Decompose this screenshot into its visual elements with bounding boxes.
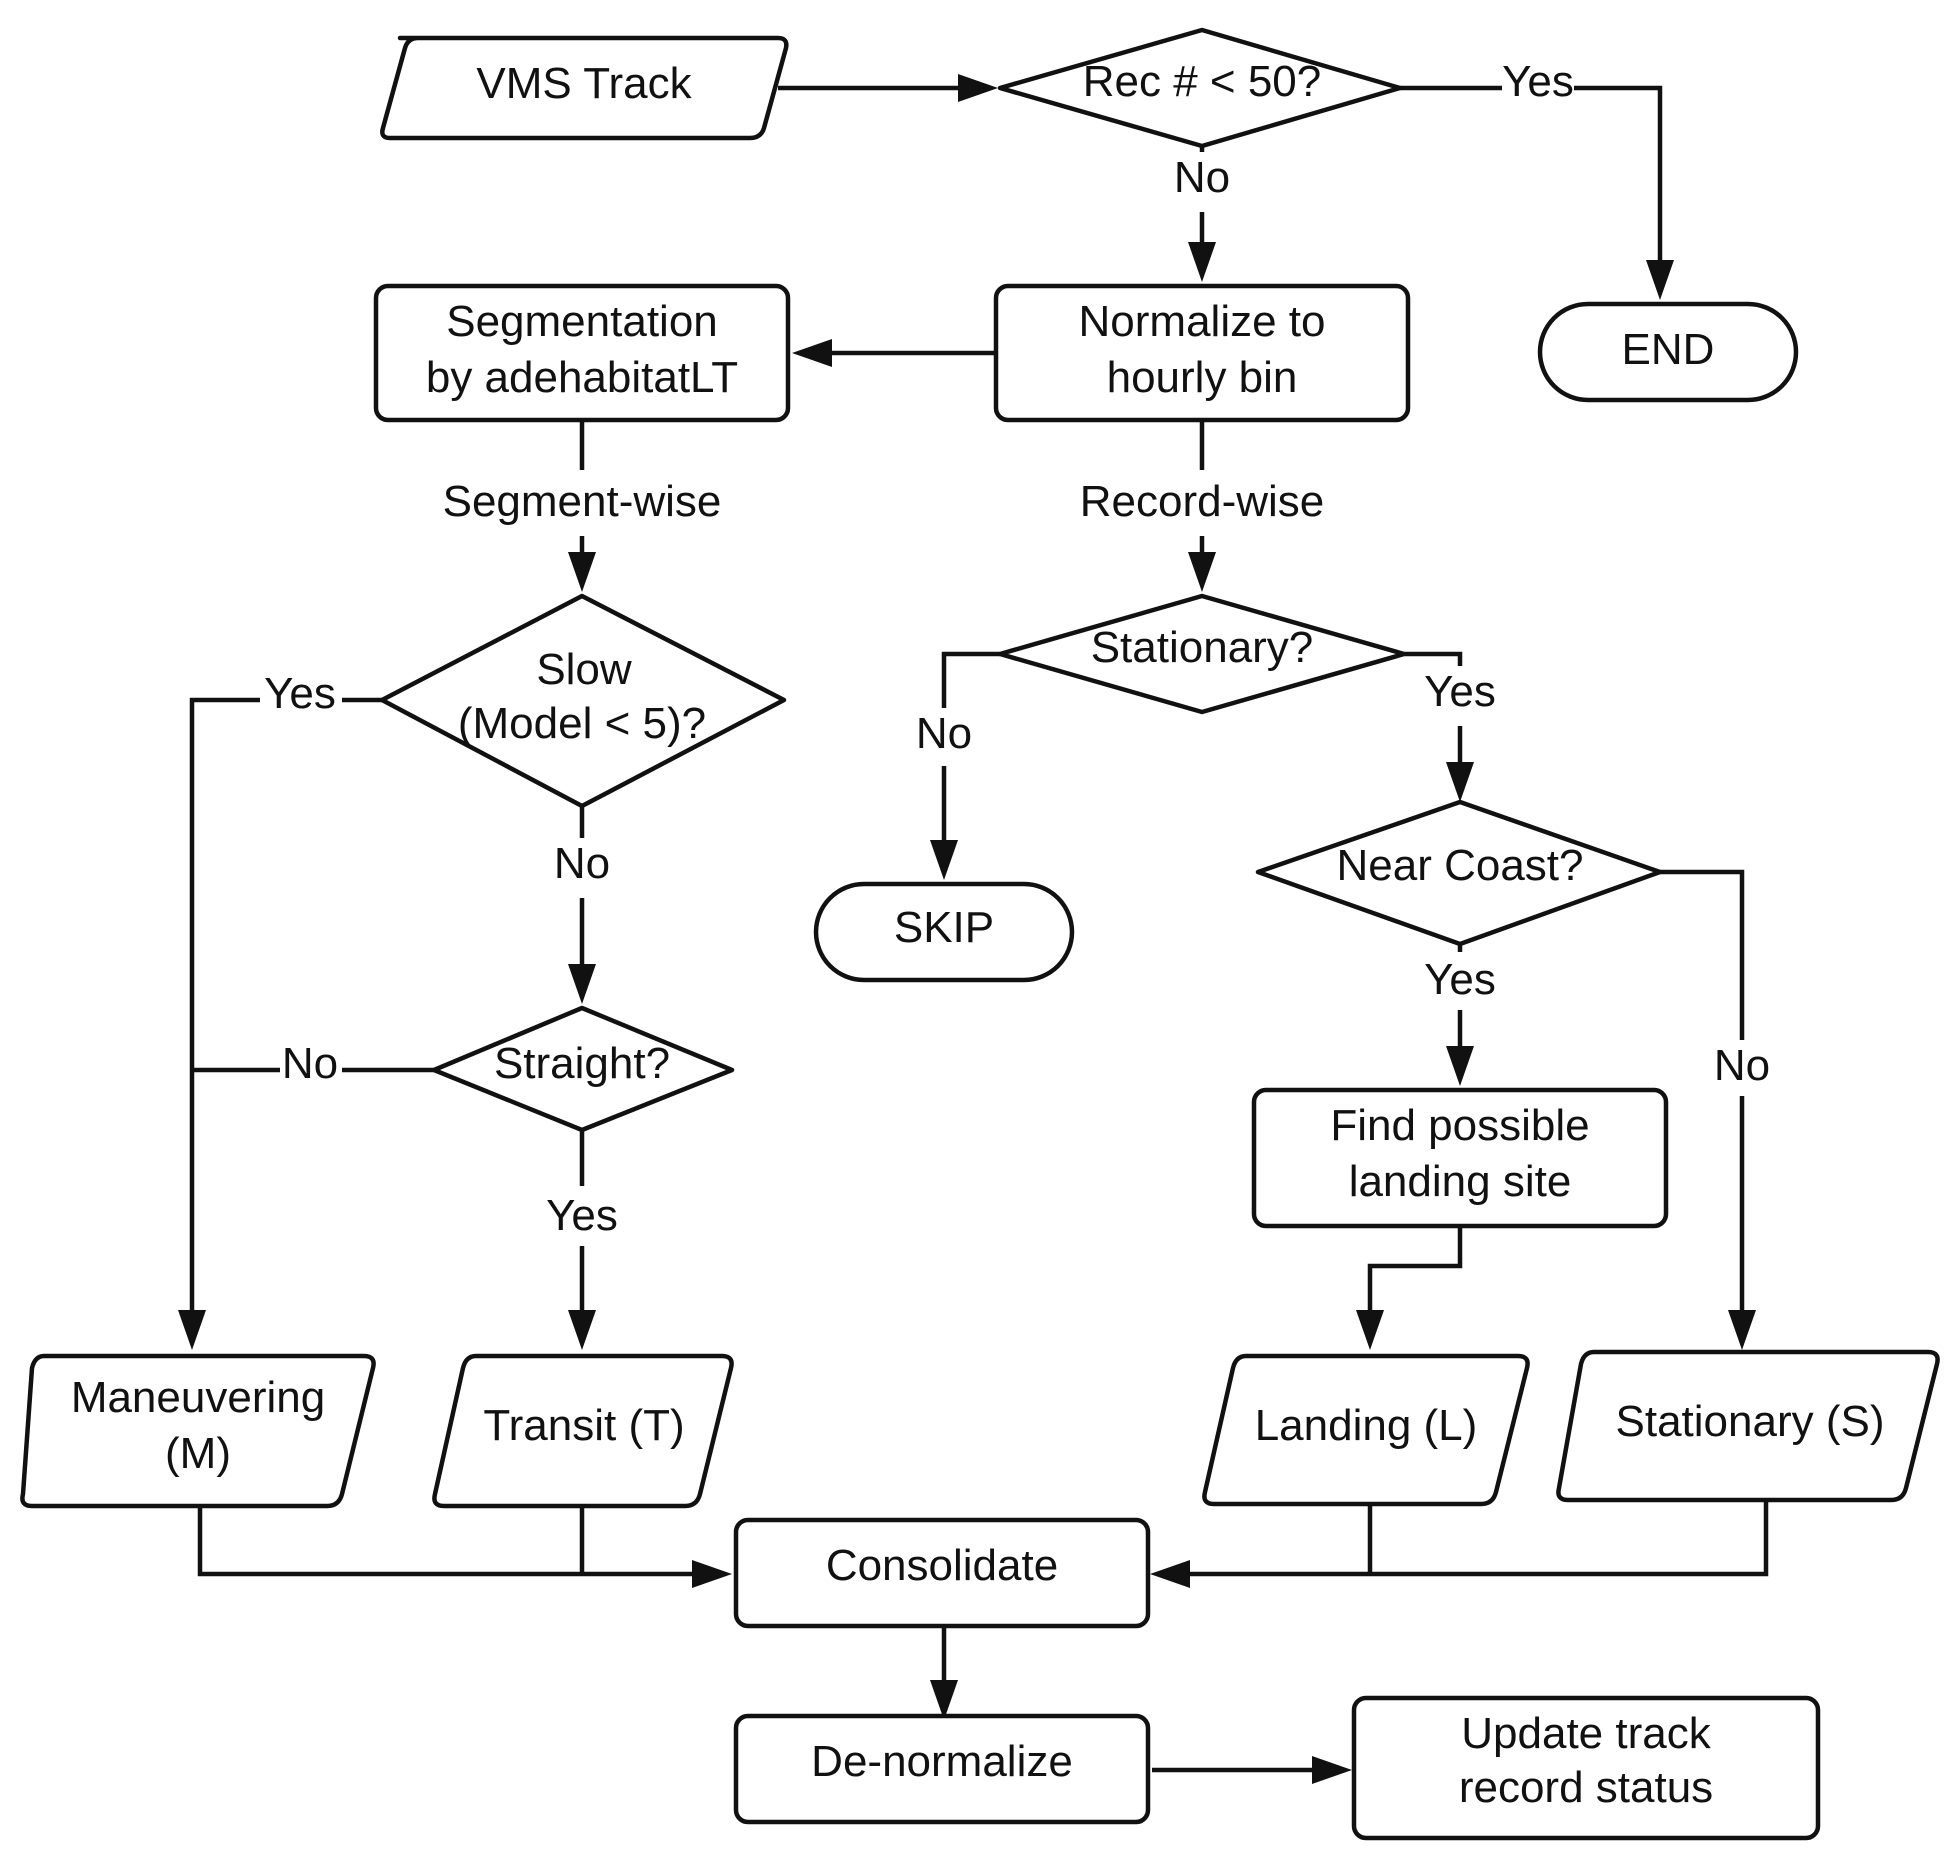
node-update-track: Update track record status — [1351, 1695, 1821, 1841]
node-landing-label: Landing (L) — [1255, 1401, 1478, 1450]
node-skip-label: SKIP — [894, 903, 994, 952]
node-segmentation-line2: by adehabitatLT — [426, 353, 738, 402]
node-normalize: Normalize to hourly bin — [993, 283, 1411, 423]
label-slow-yes: Yes — [264, 669, 336, 718]
node-normalize-line2: hourly bin — [1107, 353, 1298, 402]
node-denormalize-label: De-normalize — [811, 1737, 1073, 1786]
node-end: END — [1537, 301, 1799, 403]
node-landing: Landing (L) — [1202, 1353, 1530, 1507]
node-vms-track: VMS Track — [380, 35, 789, 141]
node-transit: Transit (T) — [432, 1353, 734, 1509]
node-update-track-line1: Update track — [1461, 1709, 1711, 1758]
edge-stat-no — [941, 651, 1000, 708]
label-rec-no: No — [1174, 153, 1230, 202]
node-stationary-s-label: Stationary (S) — [1616, 1397, 1885, 1446]
node-stationary-check: Stationary? — [997, 593, 1407, 715]
node-rec-check-label: Rec # < 50? — [1083, 57, 1322, 106]
node-find-landing-line1: Find possible — [1330, 1101, 1589, 1150]
node-end-label: END — [1622, 325, 1715, 374]
node-find-landing-line2: landing site — [1349, 1157, 1572, 1206]
node-find-landing: Find possible landing site — [1251, 1087, 1669, 1229]
node-segmentation: Segmentation by adehabitatLT — [373, 283, 791, 423]
edge-l-s-to-consolidate — [1190, 1500, 1769, 1577]
node-segmentation-line1: Segmentation — [446, 297, 718, 346]
node-straight: Straight? — [431, 1005, 735, 1133]
node-consolidate-label: Consolidate — [826, 1541, 1058, 1590]
label-coast-yes: Yes — [1424, 955, 1496, 1004]
connectors — [178, 74, 1769, 1784]
node-update-track-line2: record status — [1459, 1763, 1713, 1812]
node-near-coast-label: Near Coast? — [1336, 841, 1583, 890]
edge-find-to-landing — [1367, 1228, 1463, 1310]
arrowhead — [1356, 1310, 1384, 1350]
node-stationary-check-label: Stationary? — [1091, 623, 1314, 672]
node-slow: Slow (Model < 5)? — [379, 593, 787, 809]
node-skip: SKIP — [813, 881, 1075, 983]
arrowhead — [568, 552, 596, 592]
arrowhead — [1446, 762, 1474, 802]
node-maneuvering: Maneuvering (M) — [20, 1353, 376, 1509]
edge-labels: Yes No Segment-wise Record-wise Yes No N… — [264, 57, 1770, 1240]
node-straight-label: Straight? — [494, 1039, 670, 1088]
arrowhead — [1446, 1046, 1474, 1086]
node-slow-line2: (Model < 5)? — [458, 699, 706, 748]
node-denormalize: De-normalize — [733, 1713, 1151, 1825]
label-record-wise: Record-wise — [1080, 477, 1325, 526]
label-straight-yes: Yes — [546, 1191, 618, 1240]
node-slow-line1: Slow — [536, 645, 632, 694]
arrowhead — [1646, 260, 1674, 300]
label-stationary-no: No — [916, 709, 972, 758]
node-vms-track-label: VMS Track — [476, 59, 692, 108]
arrowhead — [692, 1560, 732, 1588]
node-normalize-line1: Normalize to — [1079, 297, 1326, 346]
arrowhead — [1188, 552, 1216, 592]
arrowhead — [178, 1310, 206, 1350]
node-maneuvering-line1: Maneuvering — [71, 1373, 325, 1422]
edge-m-t-to-consolidate — [197, 1506, 692, 1577]
node-rec-check: Rec # < 50? — [997, 27, 1403, 149]
node-near-coast: Near Coast? — [1255, 799, 1663, 947]
label-coast-no: No — [1714, 1041, 1770, 1090]
arrowhead — [1150, 1560, 1190, 1588]
node-maneuvering-line2: (M) — [165, 1429, 231, 1478]
label-segment-wise: Segment-wise — [443, 477, 722, 526]
edge-stat-yes — [1404, 651, 1463, 666]
label-rec-yes: Yes — [1502, 57, 1574, 106]
edge-slow-yes-2 — [189, 697, 260, 1310]
arrowhead — [568, 964, 596, 1004]
arrowhead — [930, 1680, 958, 1720]
edge-coast-no — [1660, 869, 1745, 1040]
arrowhead — [1312, 1756, 1352, 1784]
label-stationary-yes: Yes — [1424, 667, 1496, 716]
arrowhead — [1728, 1310, 1756, 1350]
edge-rec-yes-2 — [1574, 85, 1663, 260]
node-consolidate: Consolidate — [733, 1517, 1151, 1629]
arrowhead — [568, 1310, 596, 1350]
node-stationary-s: Stationary (S) — [1556, 1349, 1940, 1503]
arrowhead — [958, 74, 998, 102]
arrowhead — [1188, 242, 1216, 282]
arrowhead — [930, 840, 958, 880]
label-straight-no: No — [282, 1039, 338, 1088]
label-slow-no: No — [554, 839, 610, 888]
node-transit-label: Transit (T) — [483, 1401, 684, 1450]
arrowhead — [792, 339, 832, 367]
